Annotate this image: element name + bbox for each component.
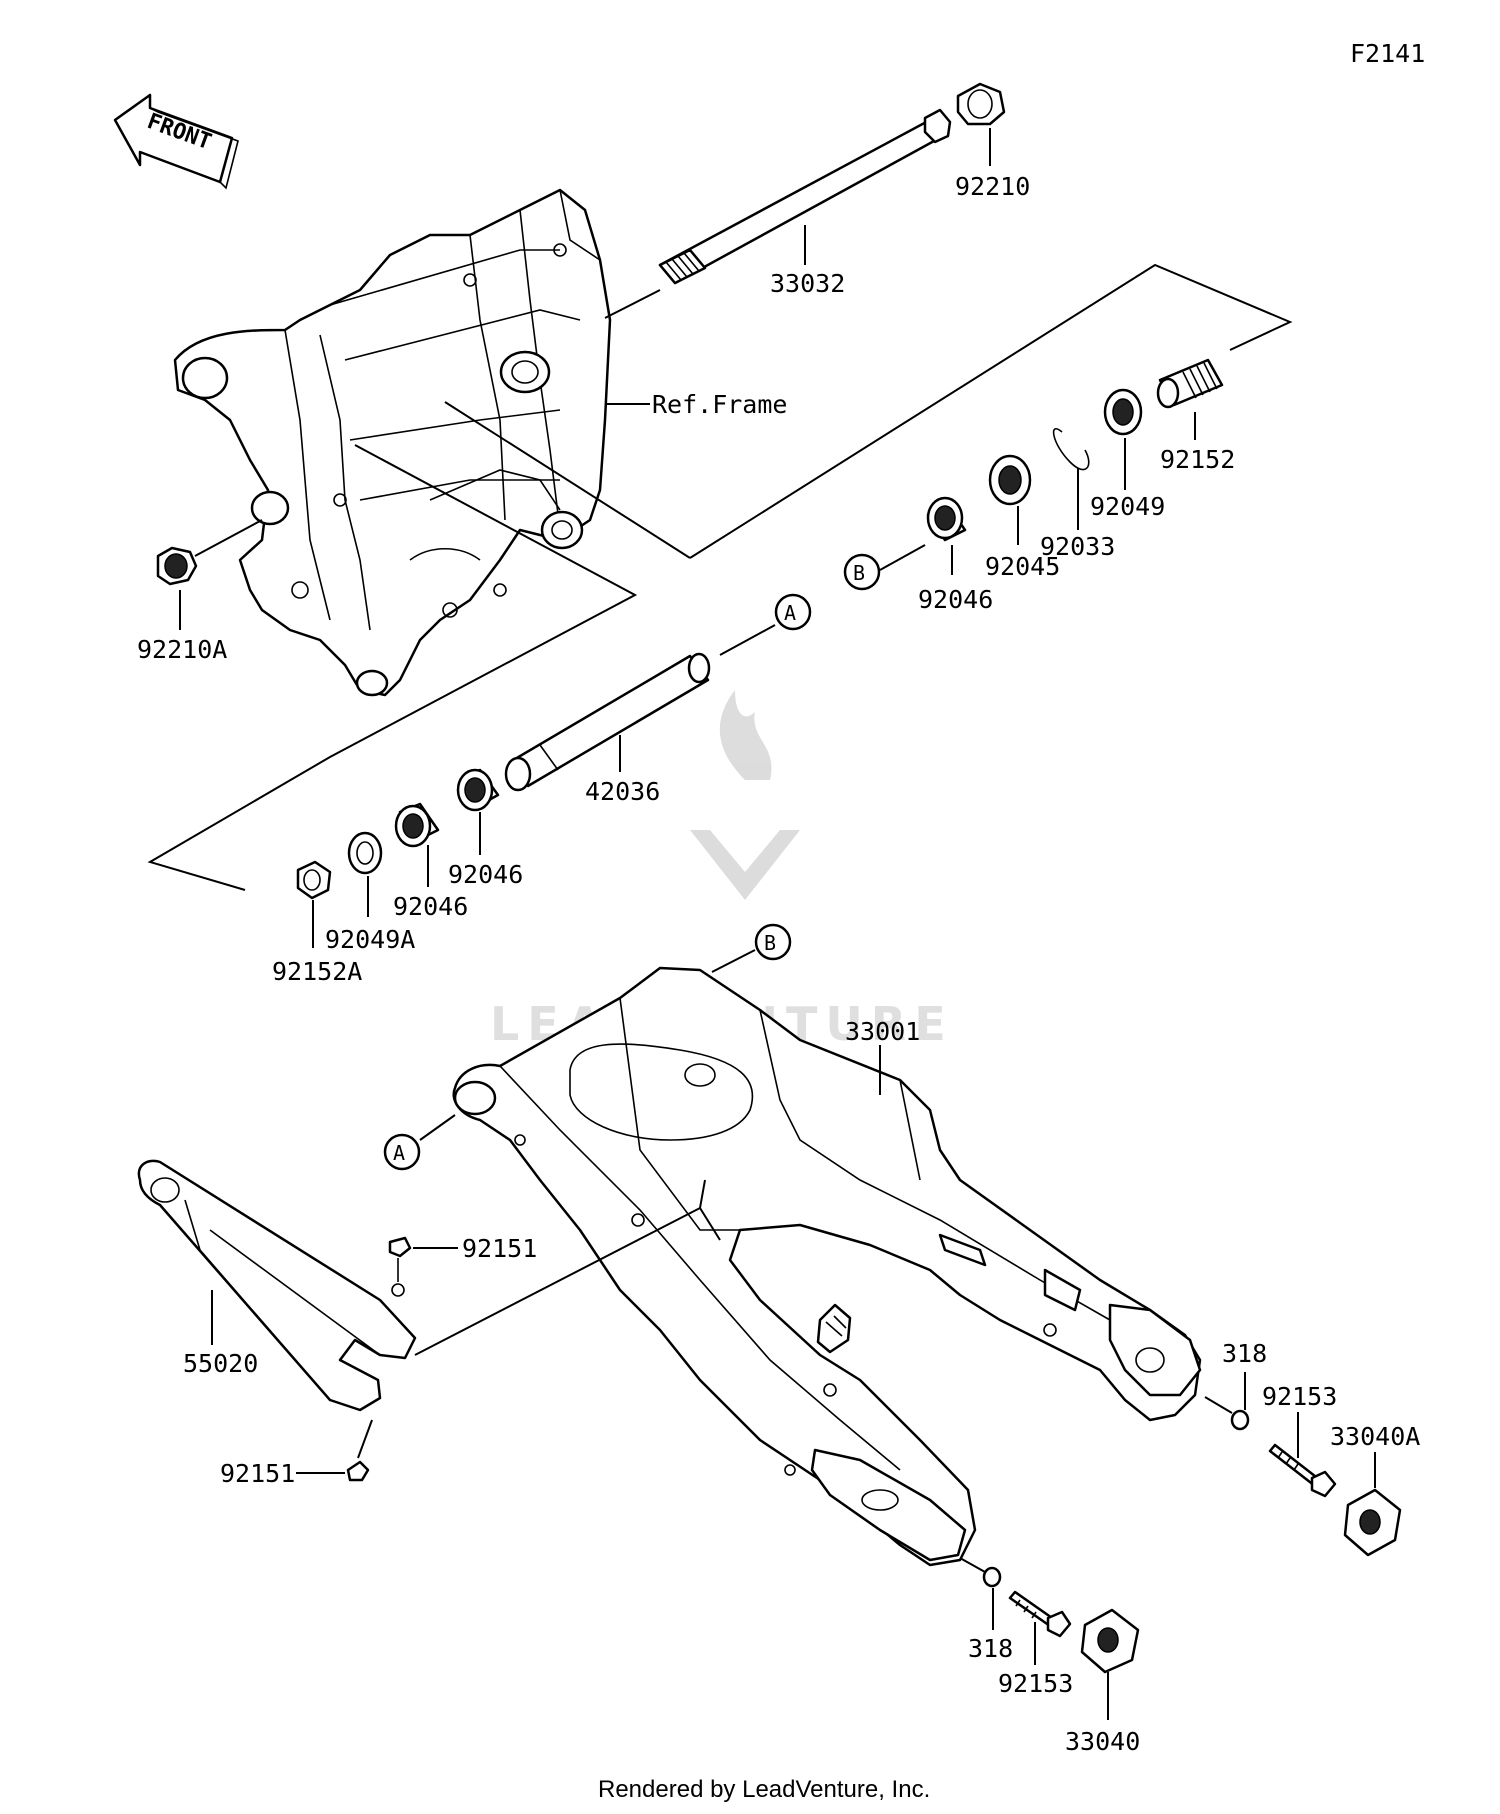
bearing-92045 — [988, 454, 1032, 506]
callout-33040a: 33040A — [1330, 1422, 1420, 1451]
ref-marker-a2-text: A — [393, 1141, 405, 1165]
ref-marker-a2 — [383, 1133, 421, 1171]
ref-marker-b1-text: B — [853, 561, 865, 585]
callout-92210a: 92210A — [137, 635, 227, 664]
leader-ref-b1 — [879, 544, 926, 571]
callout-33032: 33032 — [770, 269, 845, 298]
callout-92046-1: 92046 — [448, 860, 523, 889]
callout-92049: 92049 — [1090, 492, 1165, 521]
ref-marker-b2-text: B — [764, 931, 776, 955]
sleeve-42036 — [504, 652, 711, 792]
leader-guide-mount — [414, 1179, 721, 1356]
callout-33040: 33040 — [1065, 1727, 1140, 1756]
callout-92049a: 92049A — [325, 925, 415, 954]
leader-ref-b2 — [711, 949, 756, 973]
callout-92046-b: 92046 — [918, 585, 993, 614]
seal-92049 — [1103, 388, 1143, 436]
upper-box-line — [689, 263, 1293, 559]
lower-box-line — [147, 444, 638, 891]
collar-92152 — [1156, 358, 1224, 409]
callout-92152: 92152 — [1160, 445, 1235, 474]
callout-318-bottom: 318 — [968, 1634, 1013, 1663]
bolt-92153-bottom — [1008, 1590, 1072, 1638]
pivot-shaft-33032 — [658, 108, 952, 285]
upper-box-line-left — [444, 401, 691, 559]
frame-drawing — [173, 188, 612, 697]
collar-92152a — [296, 860, 332, 900]
seal-92049a — [347, 831, 383, 875]
needle-bearing-92046-1 — [456, 768, 500, 812]
callout-92152a: 92152A — [272, 957, 362, 986]
screw-92151-bottom — [346, 1460, 370, 1482]
ref-marker-b1 — [843, 553, 881, 591]
needle-bearing-92046-b — [926, 496, 967, 542]
ref-marker-a1-text: A — [784, 601, 796, 625]
callout-92045: 92045 — [985, 552, 1060, 581]
callout-33001: 33001 — [845, 1017, 920, 1046]
bolt-92153-right — [1268, 1443, 1337, 1498]
nut-92210a — [156, 546, 198, 586]
ref-frame-label: Ref.Frame — [652, 390, 787, 419]
callout-92151-top: 92151 — [462, 1234, 537, 1263]
swingarm-33001 — [452, 966, 1202, 1567]
callout-318-right: 318 — [1222, 1339, 1267, 1368]
diagram-code: F2141 — [1350, 39, 1425, 68]
nut-318-right — [1230, 1409, 1250, 1431]
chain-guide-55020 — [137, 1159, 417, 1412]
ref-marker-a1 — [774, 593, 812, 631]
leader-318-right-up — [1204, 1396, 1233, 1414]
ref-marker-b2 — [754, 923, 792, 961]
leader-ref-a1 — [719, 624, 776, 656]
leader-33032-left — [604, 289, 661, 319]
circlip-92033 — [1052, 428, 1090, 471]
leader-318-bottom-up — [959, 1557, 986, 1573]
callout-92153-bottom: 92153 — [998, 1669, 1073, 1698]
adjuster-33040 — [1080, 1608, 1140, 1674]
leader-92151-bottom-up — [357, 1419, 373, 1459]
callout-92153-right: 92153 — [1262, 1382, 1337, 1411]
screw-92151-top — [388, 1236, 412, 1297]
adjuster-33040a — [1343, 1488, 1402, 1557]
nut-318-bottom — [982, 1566, 1002, 1588]
callout-92210: 92210 — [955, 172, 1030, 201]
leader-ref-a2 — [419, 1114, 456, 1141]
callout-92151-bottom: 92151 — [220, 1459, 295, 1488]
nut-92210 — [956, 82, 1006, 126]
callout-92046-2: 92046 — [393, 892, 468, 921]
front-arrow-icon: FRONT — [113, 93, 239, 190]
callout-42036: 42036 — [585, 777, 660, 806]
callout-55020: 55020 — [183, 1349, 258, 1378]
needle-bearing-92046-2 — [394, 802, 440, 848]
footer-text: Rendered by LeadVenture, Inc. — [598, 1776, 930, 1803]
leader-92210a-up — [194, 519, 263, 557]
callout-92033: 92033 — [1040, 532, 1115, 561]
